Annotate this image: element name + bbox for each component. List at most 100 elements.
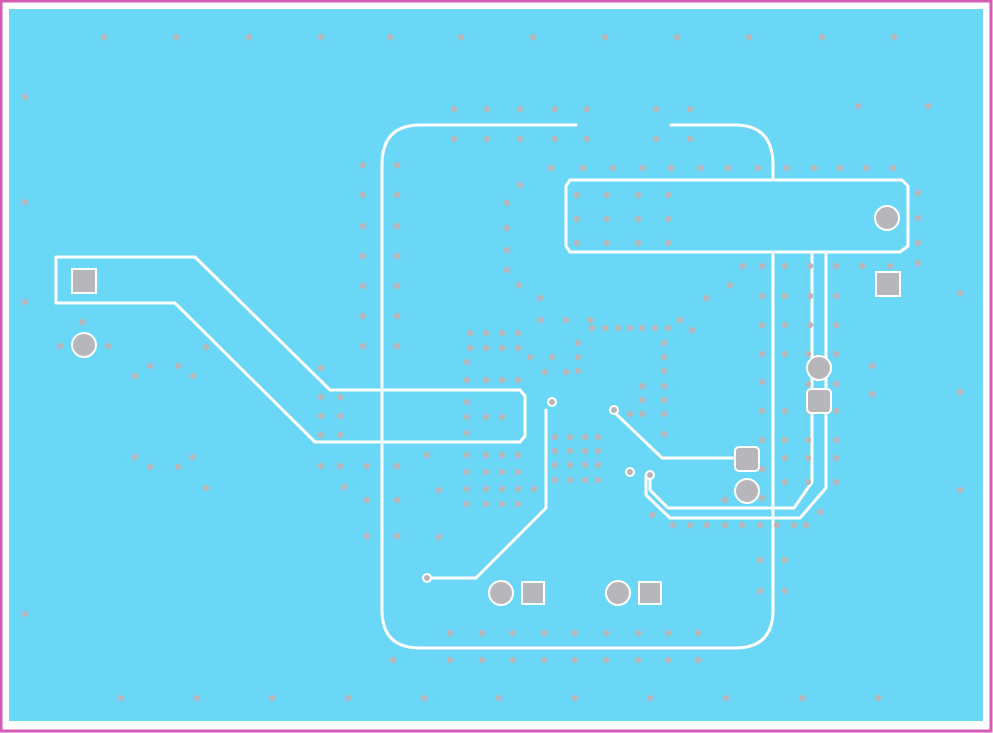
- via: [514, 344, 522, 352]
- pad-group: [71, 205, 901, 606]
- via: [703, 521, 711, 529]
- pad-rounded-square: [734, 446, 760, 472]
- via: [536, 316, 544, 324]
- via: [514, 376, 522, 384]
- via: [393, 282, 401, 290]
- isolated-via: [625, 467, 635, 477]
- via: [660, 367, 668, 375]
- via: [602, 629, 610, 637]
- via: [566, 476, 574, 484]
- via: [573, 215, 581, 223]
- via: [450, 135, 458, 143]
- via: [956, 289, 964, 297]
- via: [482, 376, 490, 384]
- trace-endpoint: [422, 573, 432, 583]
- via: [393, 532, 401, 540]
- via: [914, 214, 922, 222]
- via: [806, 321, 814, 329]
- via: [634, 239, 642, 247]
- via: [21, 198, 29, 206]
- via: [516, 181, 524, 189]
- via: [514, 485, 522, 493]
- via: [638, 410, 646, 418]
- via: [526, 353, 534, 361]
- via: [482, 329, 490, 337]
- via: [174, 362, 182, 370]
- ground-island-outline-top-right: [669, 123, 775, 182]
- via: [686, 135, 694, 143]
- pad-square: [521, 581, 545, 605]
- via: [648, 511, 656, 519]
- via: [566, 461, 574, 469]
- signal-trace-upper: [610, 408, 750, 460]
- via: [669, 521, 677, 529]
- via: [601, 324, 609, 332]
- via: [581, 433, 589, 441]
- via: [562, 368, 570, 376]
- via: [832, 436, 840, 444]
- via: [804, 454, 812, 462]
- via: [781, 436, 789, 444]
- via: [463, 451, 471, 459]
- via: [336, 462, 344, 470]
- via: [626, 410, 634, 418]
- via: [781, 587, 789, 595]
- via: [516, 105, 524, 113]
- via: [832, 321, 840, 329]
- pad-round: [874, 205, 900, 231]
- via: [806, 292, 814, 300]
- via: [498, 413, 506, 421]
- via: [359, 191, 367, 199]
- via: [758, 292, 766, 300]
- via: [664, 629, 672, 637]
- pad-square: [638, 581, 662, 605]
- via: [359, 161, 367, 169]
- via: [317, 364, 325, 372]
- via: [756, 587, 764, 595]
- via: [483, 135, 491, 143]
- trace-endpoint: [609, 405, 619, 415]
- via: [696, 164, 704, 172]
- via: [660, 396, 668, 404]
- via: [603, 191, 611, 199]
- via: [676, 316, 684, 324]
- via: [566, 447, 574, 455]
- pad-round: [71, 332, 97, 358]
- via: [547, 164, 555, 172]
- via: [745, 33, 753, 41]
- via: [832, 262, 840, 270]
- pad-square: [875, 271, 901, 297]
- via: [781, 478, 789, 486]
- via: [721, 521, 729, 529]
- via: [614, 324, 622, 332]
- via: [515, 281, 523, 289]
- isolation-outlines: [54, 123, 910, 650]
- via: [603, 215, 611, 223]
- via: [363, 496, 371, 504]
- via: [463, 485, 471, 493]
- via: [317, 33, 325, 41]
- via-group: [21, 33, 964, 702]
- via: [393, 252, 401, 260]
- via: [804, 478, 812, 486]
- via: [498, 485, 506, 493]
- via: [551, 476, 559, 484]
- via: [463, 500, 471, 508]
- via: [393, 191, 401, 199]
- trace-endpoint: [547, 397, 557, 407]
- via: [423, 451, 431, 459]
- trace-endpoint: [645, 470, 655, 480]
- via: [530, 485, 538, 493]
- via: [498, 329, 506, 337]
- via: [495, 694, 503, 702]
- via: [646, 694, 654, 702]
- via: [498, 376, 506, 384]
- via: [686, 521, 694, 529]
- via: [758, 350, 766, 358]
- via: [393, 312, 401, 320]
- via: [583, 105, 591, 113]
- via: [579, 164, 587, 172]
- via: [836, 164, 844, 172]
- via: [514, 500, 522, 508]
- via: [721, 496, 729, 504]
